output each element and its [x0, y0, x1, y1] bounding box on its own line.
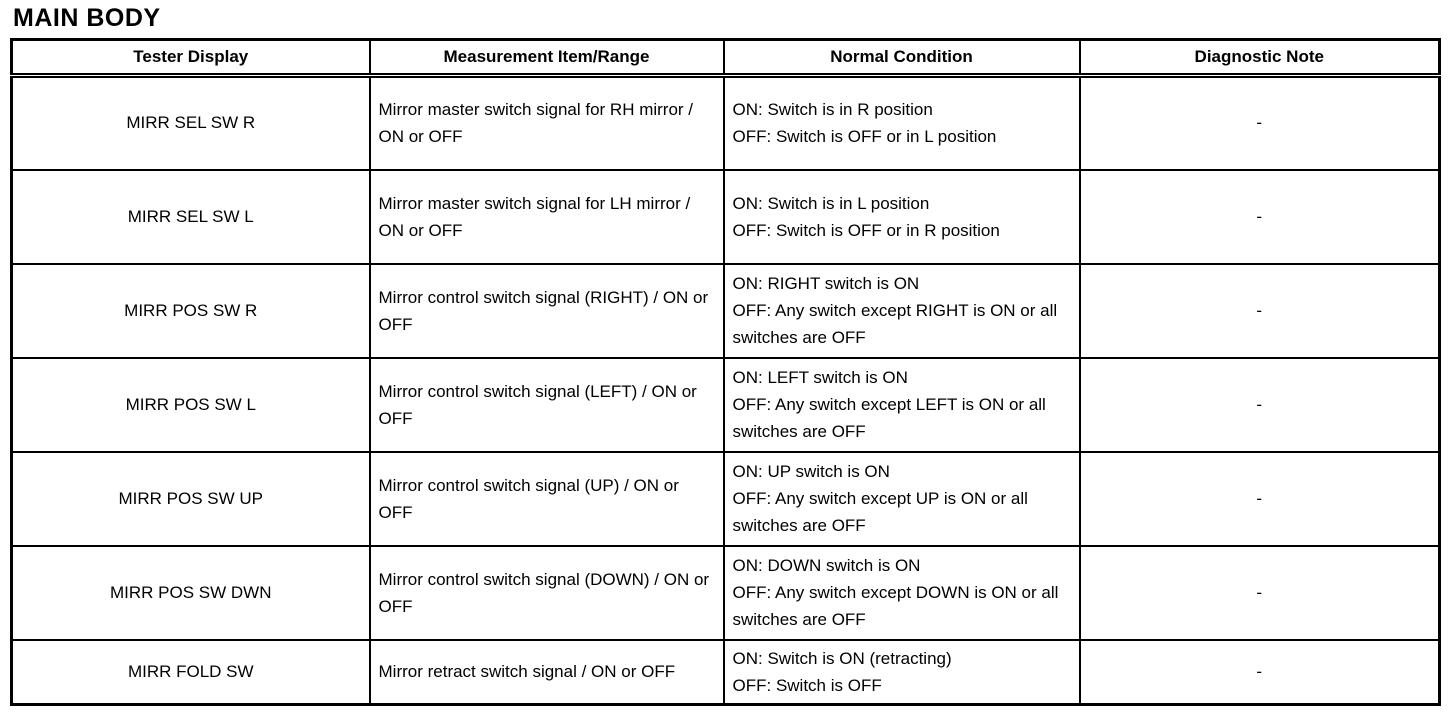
column-header-diagnostic-note: Diagnostic Note [1078, 38, 1441, 78]
page-title: MAIN BODY [13, 4, 161, 32]
table-row: MIRR POS SW DWN Mirror control switch si… [10, 544, 1441, 641]
cell-normal-condition: ON: Switch is ON (retracting) OFF: Switc… [722, 638, 1081, 706]
cell-diagnostic-note: - [1078, 638, 1441, 706]
cell-diagnostic-note: - [1078, 168, 1441, 265]
cell-tester-display: MIRR POS SW L [10, 356, 371, 453]
cell-tester-display: MIRR SEL SW L [10, 168, 371, 265]
column-header-tester-display: Tester Display [10, 38, 371, 78]
cell-normal-condition: ON: LEFT switch is ON OFF: Any switch ex… [722, 356, 1081, 453]
cell-measurement-item-range: Mirror control switch signal (RIGHT) / O… [368, 262, 725, 359]
cell-normal-condition: ON: RIGHT switch is ON OFF: Any switch e… [722, 262, 1081, 359]
cell-tester-display: MIRR SEL SW R [10, 74, 371, 171]
cell-tester-display: MIRR POS SW UP [10, 450, 371, 547]
cell-diagnostic-note: - [1078, 262, 1441, 359]
cell-tester-display: MIRR POS SW DWN [10, 544, 371, 641]
cell-tester-display: MIRR FOLD SW [10, 638, 371, 706]
table-row: MIRR SEL SW L Mirror master switch signa… [10, 168, 1441, 265]
diagnostic-data-table: Tester Display Measurement Item/Range No… [10, 38, 1441, 706]
cell-measurement-item-range: Mirror retract switch signal / ON or OFF [368, 638, 725, 706]
cell-measurement-item-range: Mirror master switch signal for LH mirro… [368, 168, 725, 265]
column-header-measurement-item-range: Measurement Item/Range [368, 38, 725, 78]
cell-normal-condition: ON: Switch is in R position OFF: Switch … [722, 74, 1081, 171]
table-row: MIRR FOLD SW Mirror retract switch signa… [10, 638, 1441, 706]
cell-diagnostic-note: - [1078, 356, 1441, 453]
cell-normal-condition: ON: DOWN switch is ON OFF: Any switch ex… [722, 544, 1081, 641]
column-header-normal-condition: Normal Condition [722, 38, 1081, 78]
cell-normal-condition: ON: Switch is in L position OFF: Switch … [722, 168, 1081, 265]
cell-measurement-item-range: Mirror control switch signal (DOWN) / ON… [368, 544, 725, 641]
table-row: MIRR POS SW R Mirror control switch sign… [10, 262, 1441, 359]
table-row: MIRR SEL SW R Mirror master switch signa… [10, 74, 1441, 171]
cell-normal-condition: ON: UP switch is ON OFF: Any switch exce… [722, 450, 1081, 547]
cell-diagnostic-note: - [1078, 544, 1441, 641]
cell-tester-display: MIRR POS SW R [10, 262, 371, 359]
cell-measurement-item-range: Mirror master switch signal for RH mirro… [368, 74, 725, 171]
cell-diagnostic-note: - [1078, 450, 1441, 547]
table-header-row: Tester Display Measurement Item/Range No… [10, 38, 1441, 78]
cell-measurement-item-range: Mirror control switch signal (UP) / ON o… [368, 450, 725, 547]
cell-measurement-item-range: Mirror control switch signal (LEFT) / ON… [368, 356, 725, 453]
table-row: MIRR POS SW L Mirror control switch sign… [10, 356, 1441, 453]
cell-diagnostic-note: - [1078, 74, 1441, 171]
table-row: MIRR POS SW UP Mirror control switch sig… [10, 450, 1441, 547]
